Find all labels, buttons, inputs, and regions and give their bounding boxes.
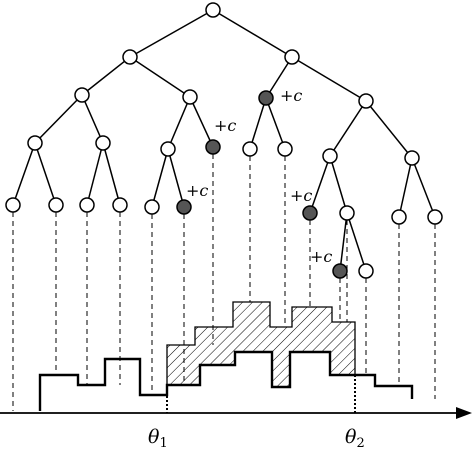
tree-edge [291,56,367,102]
tree-node [358,93,374,109]
tree-node [95,135,111,151]
tree-node [27,135,43,151]
tree-node [404,150,420,166]
tree-edge [249,97,267,150]
tree-edge [129,9,214,58]
tree-node [277,141,293,157]
filled-tree-node [332,263,348,279]
leaf-guide-lines [12,154,436,411]
tree-edge [129,56,191,98]
tree-edge [167,96,191,150]
tree-edge [34,142,57,206]
tree-edge [81,94,104,144]
tree-node [74,87,90,103]
tree-node [358,263,374,279]
tree-edge [398,157,413,218]
tree-node [5,197,21,213]
filled-tree-node [302,205,318,221]
tree-node [242,141,258,157]
tree-node [391,209,407,225]
theta2-label: θ2 [345,426,365,450]
tree-edge [212,9,293,58]
tree-node [427,209,443,225]
tree-edge [339,212,348,272]
tree-edge [329,155,348,214]
tree-edge [34,94,83,144]
tree-node [182,89,198,105]
tree-node [144,199,160,215]
tree-node [112,197,128,213]
tree-node [205,2,221,18]
tree-edge [265,97,286,150]
tree-node [322,148,338,164]
tree-edge [365,100,413,159]
tree-edge [411,157,436,218]
tree-edge [102,142,121,206]
tree-node [339,205,355,221]
filled-tree-node [205,139,221,155]
tree-node [48,197,64,213]
tree-edge [189,96,214,148]
tree-node [284,49,300,65]
tree-edges [12,9,436,272]
tree-edge [86,142,104,206]
tree-node [160,141,176,157]
x-axis-arrow-icon [456,407,472,419]
upper-step-function [166,301,356,396]
theta1-label: θ1 [148,426,168,450]
filled-tree-node [176,199,192,215]
increment-label: +c [290,186,312,205]
tree-edge [12,142,36,206]
tree-edge [81,56,131,96]
increment-label: +c [186,181,208,200]
tree-edge [309,155,331,214]
tree-node [79,197,95,213]
increment-label: +c [280,86,302,105]
tree-edge [346,212,367,272]
increment-label: +c [214,116,236,135]
tree-edge [265,56,293,99]
tree-edge [329,100,367,157]
tree-edge [151,148,169,208]
hatched-difference-region [167,302,355,387]
tree-nodes [5,2,443,279]
tree-node [122,49,138,65]
tree-edge [167,148,185,208]
increment-label: +c [310,247,332,266]
filled-tree-node [258,90,274,106]
